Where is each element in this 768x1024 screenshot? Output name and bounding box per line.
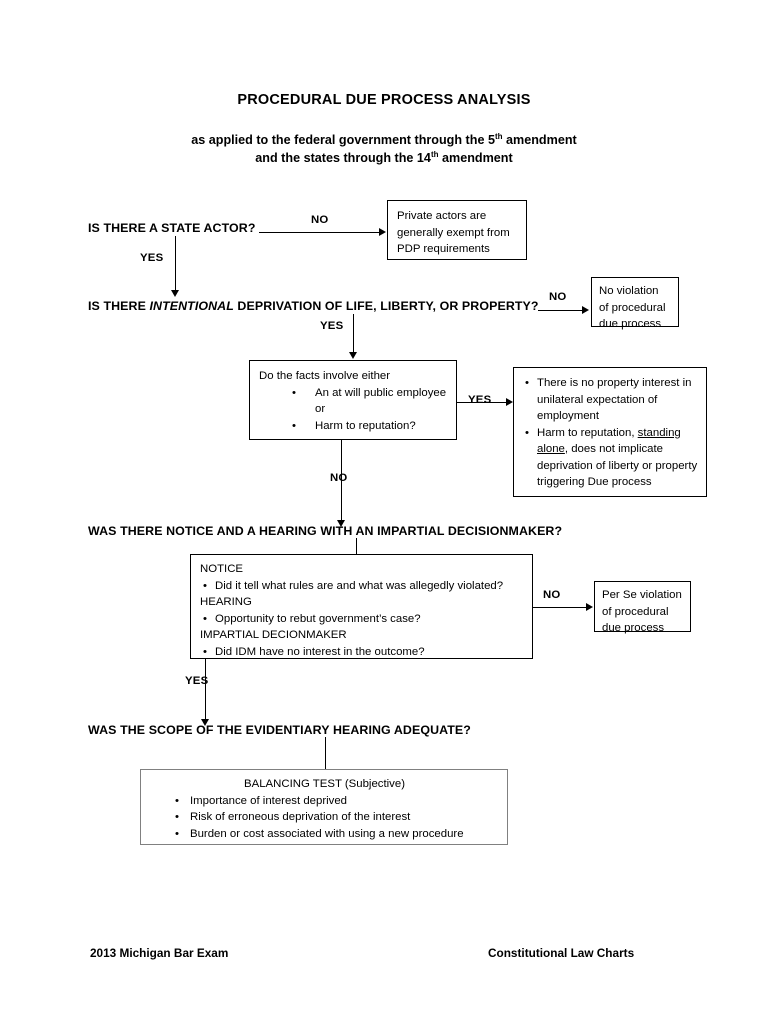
private-actors-line-3: PDP requirements xyxy=(397,243,490,255)
connector-deprivation-yes-line xyxy=(353,314,354,354)
connector-deprivation-no-arrow xyxy=(582,306,589,314)
box-facts-content: Do the facts involve either An at will p… xyxy=(250,361,456,441)
question-intentional-deprivation: IS THERE INTENTIONAL DEPRIVATION OF LIFE… xyxy=(88,299,539,313)
property-interest-bullet-2-b: , does not implicate deprivation of libe… xyxy=(537,443,698,488)
connector-deprivation-yes-arrow xyxy=(349,352,357,359)
edge-label-state-actor-no: NO xyxy=(311,214,329,226)
hearing-bullet-1: Opportunity to rebut government’s case? xyxy=(200,611,524,628)
subtitle-line-1-sup: th xyxy=(494,131,503,141)
no-violation-line-1: No violation xyxy=(599,285,659,297)
box-private-actors: Private actors are generally exempt from… xyxy=(387,200,527,260)
impartial-heading: IMPARTIAL DECIONMAKER xyxy=(200,629,347,641)
notice-bullet-1: Did it tell what rules are and what was … xyxy=(200,578,524,595)
box-no-violation-content: No violation of procedural due process xyxy=(592,278,678,338)
edge-label-facts-no: NO xyxy=(330,472,348,484)
connector-question3-to-notice-box xyxy=(356,538,357,555)
box-balancing-test-content: BALANCING TEST (Subjective) Importance o… xyxy=(141,770,507,848)
question-deprivation-a: IS THERE xyxy=(88,299,150,313)
connector-facts-no-line xyxy=(341,440,342,522)
edge-label-deprivation-yes: YES xyxy=(320,320,344,332)
facts-bullet-1: An at will public employee xyxy=(259,385,448,402)
per-se-line-3: due process xyxy=(602,622,665,634)
subtitle-line-2-a: and the states through the 14 xyxy=(255,151,431,165)
hearing-heading: HEARING xyxy=(200,596,252,608)
no-violation-line-2: of procedural xyxy=(599,301,666,314)
page-title: PROCEDURAL DUE PROCESS ANALYSIS xyxy=(237,92,531,108)
connector-notice-yes-arrow xyxy=(201,719,209,726)
connector-facts-yes-line xyxy=(457,402,509,403)
footer-right-text: Constitutional Law Charts xyxy=(488,946,635,960)
connector-deprivation-no-line xyxy=(538,310,585,311)
subtitle-line-1-b: amendment xyxy=(502,133,577,147)
connector-facts-yes-arrow xyxy=(506,398,513,406)
private-actors-line-2: generally exempt from xyxy=(397,226,510,239)
connector-state-actor-yes-arrow xyxy=(171,290,179,297)
facts-bullet-list: An at will public employee or Harm to re… xyxy=(259,385,448,435)
property-interest-bullet-2: Harm to reputation, standing alone, does… xyxy=(522,425,699,491)
property-interest-bullet-list: There is no property interest in unilate… xyxy=(522,375,699,491)
balancing-test-bullet-1: Importance of interest deprived xyxy=(150,793,499,810)
property-interest-bullet-2-underline: standing alone xyxy=(537,426,681,456)
subtitle-line-1-a: as applied to the federal government thr… xyxy=(191,133,495,147)
box-facts-involve: Do the facts involve either An at will p… xyxy=(249,360,457,440)
per-se-line-2: of procedural xyxy=(602,605,669,618)
question-deprivation-emphasis: INTENTIONAL xyxy=(149,299,234,313)
facts-bullet-2: Harm to reputation? xyxy=(259,418,448,435)
hearing-bullet-list: Opportunity to rebut government’s case? xyxy=(200,611,524,628)
connector-state-actor-yes-line xyxy=(175,236,176,292)
question-notice-hearing: WAS THERE NOTICE AND A HEARING WITH AN I… xyxy=(88,524,563,538)
connector-notice-no-arrow xyxy=(586,603,593,611)
edge-label-state-actor-yes: YES xyxy=(140,252,164,264)
impartial-bullet-1: Did IDM have no interest in the outcome? xyxy=(200,644,524,661)
impartial-bullet-list: Did IDM have no interest in the outcome? xyxy=(200,644,524,661)
balancing-test-heading: BALANCING TEST (Subjective) xyxy=(244,778,405,790)
facts-heading: Do the facts involve either xyxy=(259,370,391,382)
question-state-actor: IS THERE A STATE ACTOR? xyxy=(88,221,256,235)
property-interest-bullet-1: There is no property interest in unilate… xyxy=(522,375,699,425)
edge-label-notice-yes: YES xyxy=(185,675,209,687)
per-se-line-1: Per Se violation xyxy=(602,589,682,601)
subtitle-line-2: and the states through the 14th amendmen… xyxy=(0,149,768,167)
balancing-test-bullet-3: Burden or cost associated with using a n… xyxy=(150,826,499,843)
connector-state-actor-no-line xyxy=(259,232,381,233)
notice-bullet-list: Did it tell what rules are and what was … xyxy=(200,578,524,595)
footer-left-text: 2013 Michigan Bar Exam xyxy=(90,946,229,960)
notice-heading: NOTICE xyxy=(200,563,244,575)
property-interest-bullet-2-a: Harm to reputation, xyxy=(537,426,638,439)
edge-label-deprivation-no: NO xyxy=(549,291,567,303)
private-actors-line-1: Private actors are xyxy=(397,210,487,222)
box-no-violation: No violation of procedural due process xyxy=(591,277,679,330)
connector-notice-no-line xyxy=(533,607,589,608)
question-scope-evidentiary-hearing: WAS THE SCOPE OF THE EVIDENTIARY HEARING… xyxy=(88,723,471,737)
subtitle-line-2-sup: th xyxy=(430,149,439,159)
question-deprivation-b: DEPRIVATION OF LIFE, LIBERTY, OR PROPERT… xyxy=(233,299,539,313)
connector-facts-no-arrow xyxy=(337,520,345,527)
facts-bullet-or: or xyxy=(315,403,326,415)
box-no-property-interest-content: There is no property interest in unilate… xyxy=(514,368,706,498)
box-per-se-violation: Per Se violation of procedural due proce… xyxy=(594,581,691,634)
connector-state-actor-no-arrow xyxy=(379,228,386,236)
subtitle-line-2-b: amendment xyxy=(438,151,513,165)
edge-label-facts-yes: YES xyxy=(468,394,492,406)
box-balancing-test: BALANCING TEST (Subjective) Importance o… xyxy=(140,769,508,845)
box-notice-hearing-detail: NOTICE Did it tell what rules are and wh… xyxy=(190,554,533,660)
balancing-test-bullet-2: Risk of erroneous deprivation of the int… xyxy=(150,809,499,826)
connector-question4-to-balancing-box xyxy=(325,737,326,770)
page-subtitle: as applied to the federal government thr… xyxy=(0,131,768,167)
box-private-actors-content: Private actors are generally exempt from… xyxy=(388,201,526,265)
edge-label-notice-no: NO xyxy=(543,589,561,601)
no-violation-line-3: due process xyxy=(599,318,662,330)
balancing-test-bullet-list: Importance of interest deprived Risk of … xyxy=(150,793,499,843)
box-notice-hearing-content: NOTICE Did it tell what rules are and wh… xyxy=(191,555,532,666)
box-no-property-interest: There is no property interest in unilate… xyxy=(513,367,707,497)
connector-notice-yes-line xyxy=(205,659,206,721)
box-per-se-content: Per Se violation of procedural due proce… xyxy=(595,582,690,642)
subtitle-line-1: as applied to the federal government thr… xyxy=(0,131,768,149)
